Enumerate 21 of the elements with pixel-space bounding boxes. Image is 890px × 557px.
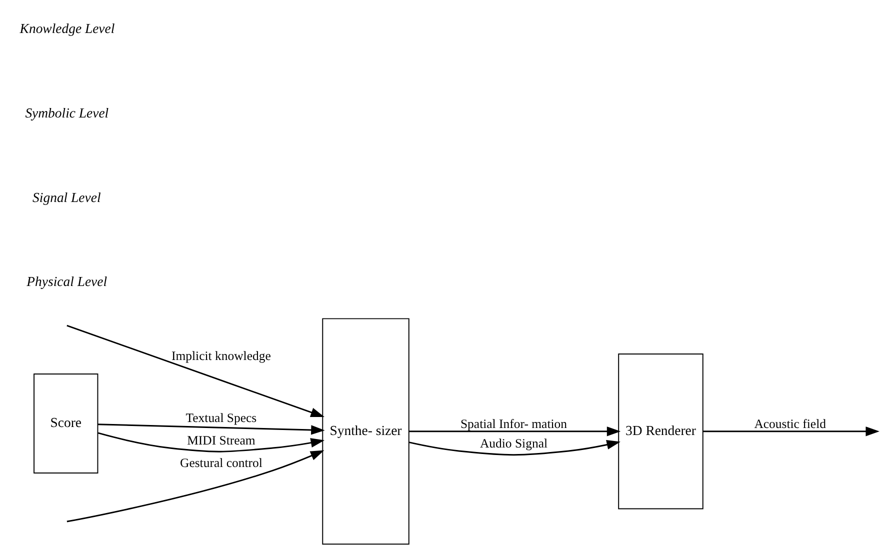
edge-label: Textual Specs [186,410,257,425]
arrow [408,440,620,456]
edge-label: Implicit knowledge [172,349,271,364]
node-box: Score [34,374,98,474]
label: Physical Level [26,274,108,290]
node-box: 3D Renderer [618,353,704,510]
node-box: Synthe- sizer [322,318,410,545]
edge-label: Gestural control [180,456,262,470]
arrow [66,450,324,522]
arrow [98,424,325,435]
label: Symbolic Level [25,105,109,120]
edge-label: MIDI Stream [187,434,256,448]
label: Knowledge Level [20,21,115,36]
arrow [66,324,324,418]
arrow [409,426,621,436]
edge-label: Audio Signal [480,436,548,450]
label: Signal Level [32,190,101,205]
arrow [98,432,325,452]
arrow [703,426,880,436]
edge-label: Spatial Infor- mation [460,416,568,431]
edge-label: Acoustic field [754,416,826,431]
